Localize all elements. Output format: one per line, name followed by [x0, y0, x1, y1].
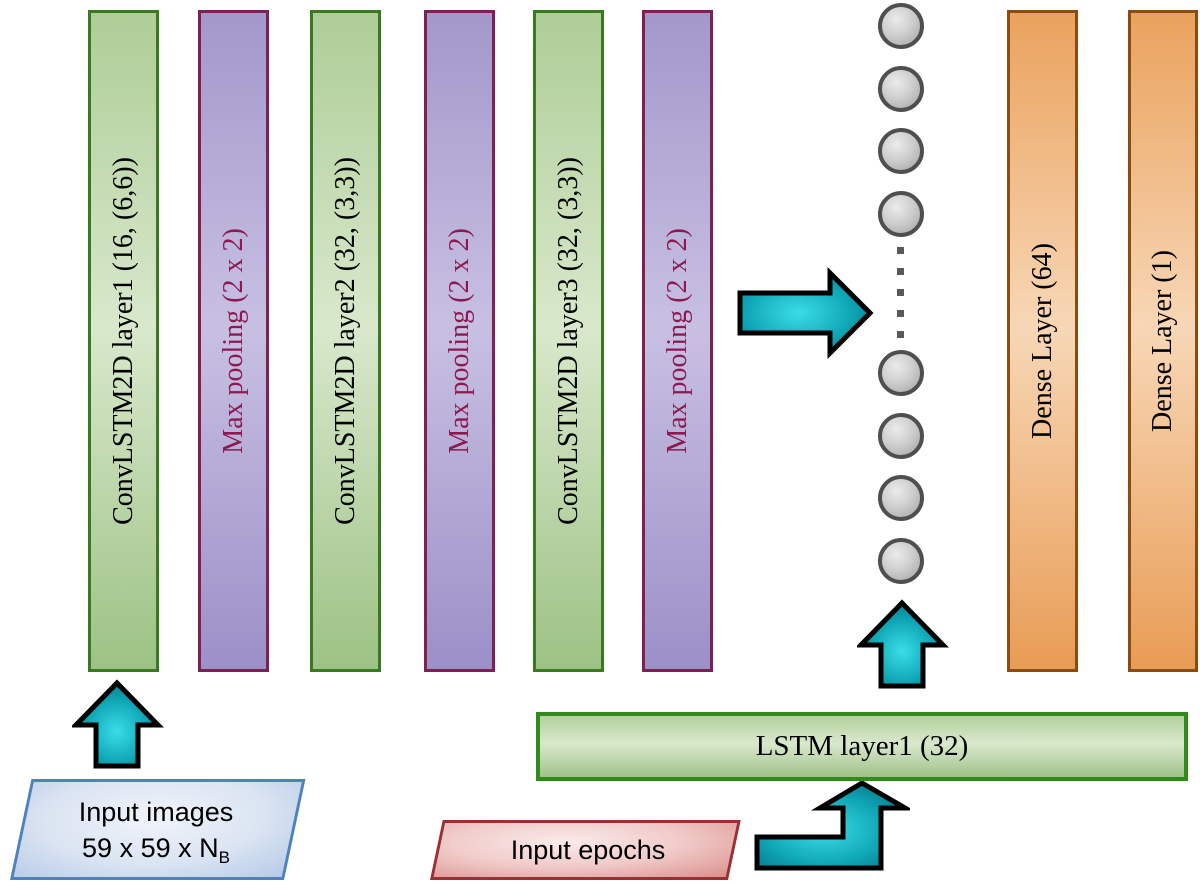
layer-bar-dense-64: Dense Layer (64): [1007, 10, 1078, 672]
layer-bar-convlstm2d-2-label: ConvLSTM2D layer2 (32, (3,3)): [329, 157, 361, 525]
layer-bar-convlstm2d-3-label: ConvLSTM2D layer3 (32, (3,3)): [552, 157, 584, 525]
ellipsis-dot: [897, 310, 904, 317]
layer-bar-convlstm2d-3: ConvLSTM2D layer3 (32, (3,3)): [533, 10, 604, 672]
layer-bar-maxpool-2-label: Max pooling (2 x 2): [443, 228, 475, 454]
layer-bar-maxpool-1: Max pooling (2 x 2): [198, 10, 269, 672]
input-images-node: Input images 59 x 59 x NB: [10, 779, 306, 880]
flow-arrow-right-icon: [737, 267, 874, 359]
layer-bar-maxpool-1-label: Max pooling (2 x 2): [217, 228, 249, 454]
ellipsis-dot: [897, 289, 904, 296]
input-epochs-label: Input epochs: [510, 835, 666, 865]
input-images-label: Input images 59 x 59 x NB: [10, 779, 284, 880]
flow-arrow-up-images-icon: [72, 679, 164, 769]
layer-bar-dense-1: Dense Layer (1): [1128, 10, 1198, 672]
lstm-node: [878, 65, 924, 112]
lstm-node: [878, 128, 924, 175]
ellipsis-dot: [897, 268, 904, 275]
layer-bar-dense-64-label: Dense Layer (64): [1026, 243, 1058, 439]
input-images-line2: 59 x 59 x NB: [82, 832, 230, 867]
layer-bar-lstm: LSTM layer1 (32): [536, 712, 1188, 781]
input-images-subscript: B: [218, 847, 230, 867]
flow-arrow-up-lstm-icon: [857, 599, 949, 689]
lstm-node: [878, 350, 924, 396]
input-images-line1: Input images: [78, 796, 234, 827]
lstm-node: [878, 3, 924, 49]
layer-bar-convlstm2d-2: ConvLSTM2D layer2 (32, (3,3)): [310, 10, 381, 672]
input-epochs-node: Input epochs: [430, 820, 741, 880]
layer-bar-maxpool-3-label: Max pooling (2 x 2): [661, 228, 693, 454]
ellipsis-dot: [897, 247, 904, 254]
layer-bar-convlstm2d-1: ConvLSTM2D layer1 (16, (6,6)): [88, 10, 159, 672]
lstm-node: [878, 412, 924, 459]
layer-bar-convlstm2d-1-label: ConvLSTM2D layer1 (16, (6,6)): [107, 157, 139, 525]
layer-bar-lstm-label: LSTM layer1 (32): [755, 730, 969, 762]
lstm-node: [878, 191, 924, 238]
ellipsis-dot: [897, 331, 904, 338]
lstm-node: [878, 475, 924, 522]
layer-bar-dense-1-label: Dense Layer (1): [1147, 250, 1178, 432]
lstm-node: [878, 538, 924, 585]
flow-arrow-elbow-icon: [754, 780, 910, 871]
layer-bar-maxpool-2: Max pooling (2 x 2): [424, 10, 495, 672]
layer-bar-maxpool-3: Max pooling (2 x 2): [642, 10, 713, 672]
